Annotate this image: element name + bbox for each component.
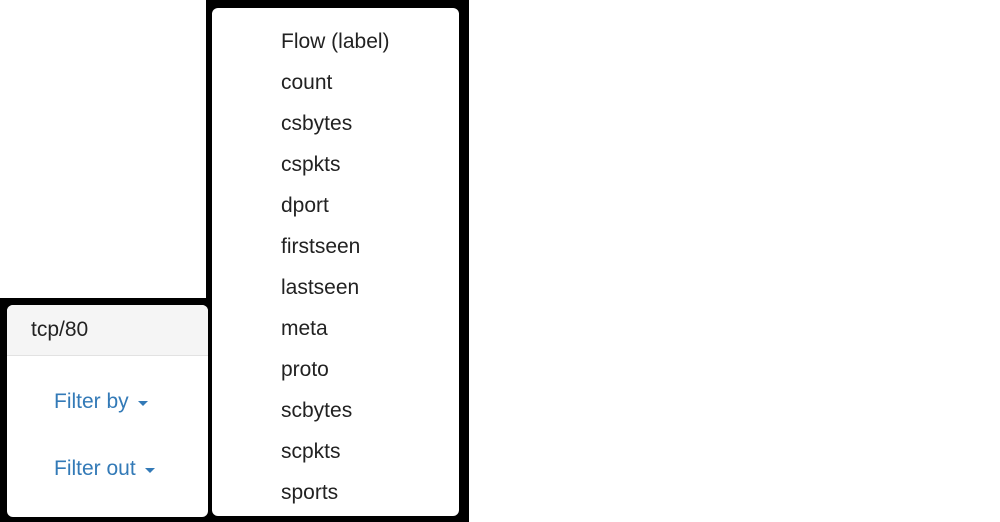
flow-card: tcp/80 Filter by Filter out	[7, 305, 208, 517]
caret-down-icon	[144, 468, 155, 473]
filter-out-button[interactable]: Filter out	[54, 457, 155, 481]
filter-by-button[interactable]: Filter by	[54, 390, 148, 414]
dropdown-item-csbytes[interactable]: csbytes	[281, 111, 353, 135]
dropdown-item-sports[interactable]: sports	[281, 480, 339, 504]
filter-out-label: Filter out	[54, 457, 136, 480]
dropdown-item-lastseen[interactable]: lastseen	[281, 275, 360, 299]
dropdown-item-dport[interactable]: dport	[281, 193, 329, 217]
dropdown-item-firstseen[interactable]: firstseen	[281, 234, 361, 258]
dropdown-item-scpkts[interactable]: scpkts	[281, 439, 341, 463]
dropdown-item-count[interactable]: count	[281, 70, 333, 94]
dropdown-item-proto[interactable]: proto	[281, 357, 329, 381]
flow-card-title: tcp/80	[7, 305, 208, 356]
dropdown-item-flow-label[interactable]: Flow (label)	[281, 29, 390, 53]
dropdown-item-scbytes[interactable]: scbytes	[281, 398, 353, 422]
filter-by-label: Filter by	[54, 390, 129, 413]
caret-down-icon	[137, 401, 148, 406]
dropdown-item-meta[interactable]: meta	[281, 316, 328, 340]
dropdown-item-cspkts[interactable]: cspkts	[281, 152, 341, 176]
filter-by-dropdown-menu: Flow (label) count csbytes cspkts dport …	[212, 8, 459, 516]
